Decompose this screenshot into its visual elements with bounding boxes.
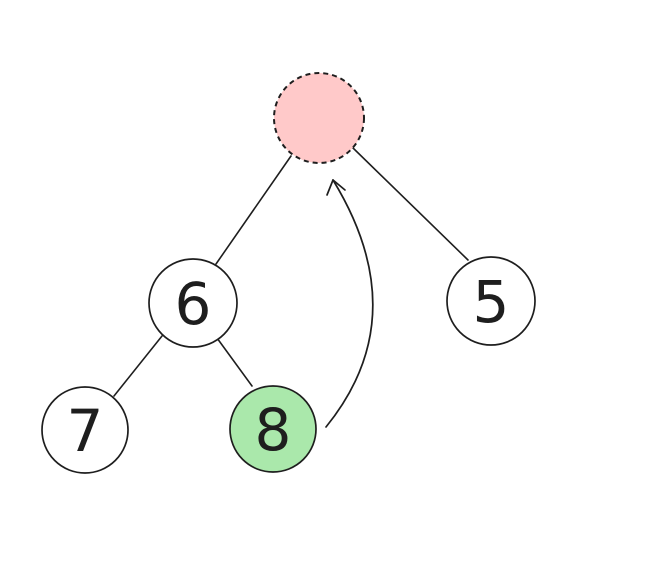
- node-5-circle: [446, 256, 536, 346]
- edge-6-to-8: [216, 337, 253, 387]
- arrow-head-icon: [326, 179, 346, 196]
- tree-edges: [113, 146, 469, 397]
- edge-6-to-7: [113, 335, 163, 397]
- node-8-label: 8: [255, 396, 292, 464]
- arrow-shaft: [325, 179, 374, 428]
- edge-root-to-5: [351, 146, 469, 261]
- curved-arrow-8-to-root: [325, 179, 374, 428]
- node-6-circle: [148, 258, 238, 348]
- node-7-label: 7: [67, 397, 104, 465]
- tree-nodes: 6 5 7 8: [41, 72, 536, 474]
- node-root-circle: [273, 72, 365, 164]
- node-5-label: 5: [473, 268, 510, 336]
- node-7-circle: [41, 386, 129, 474]
- edge-root-to-6: [215, 155, 292, 265]
- node-8-circle: [229, 385, 317, 473]
- node-6-label: 6: [175, 270, 212, 338]
